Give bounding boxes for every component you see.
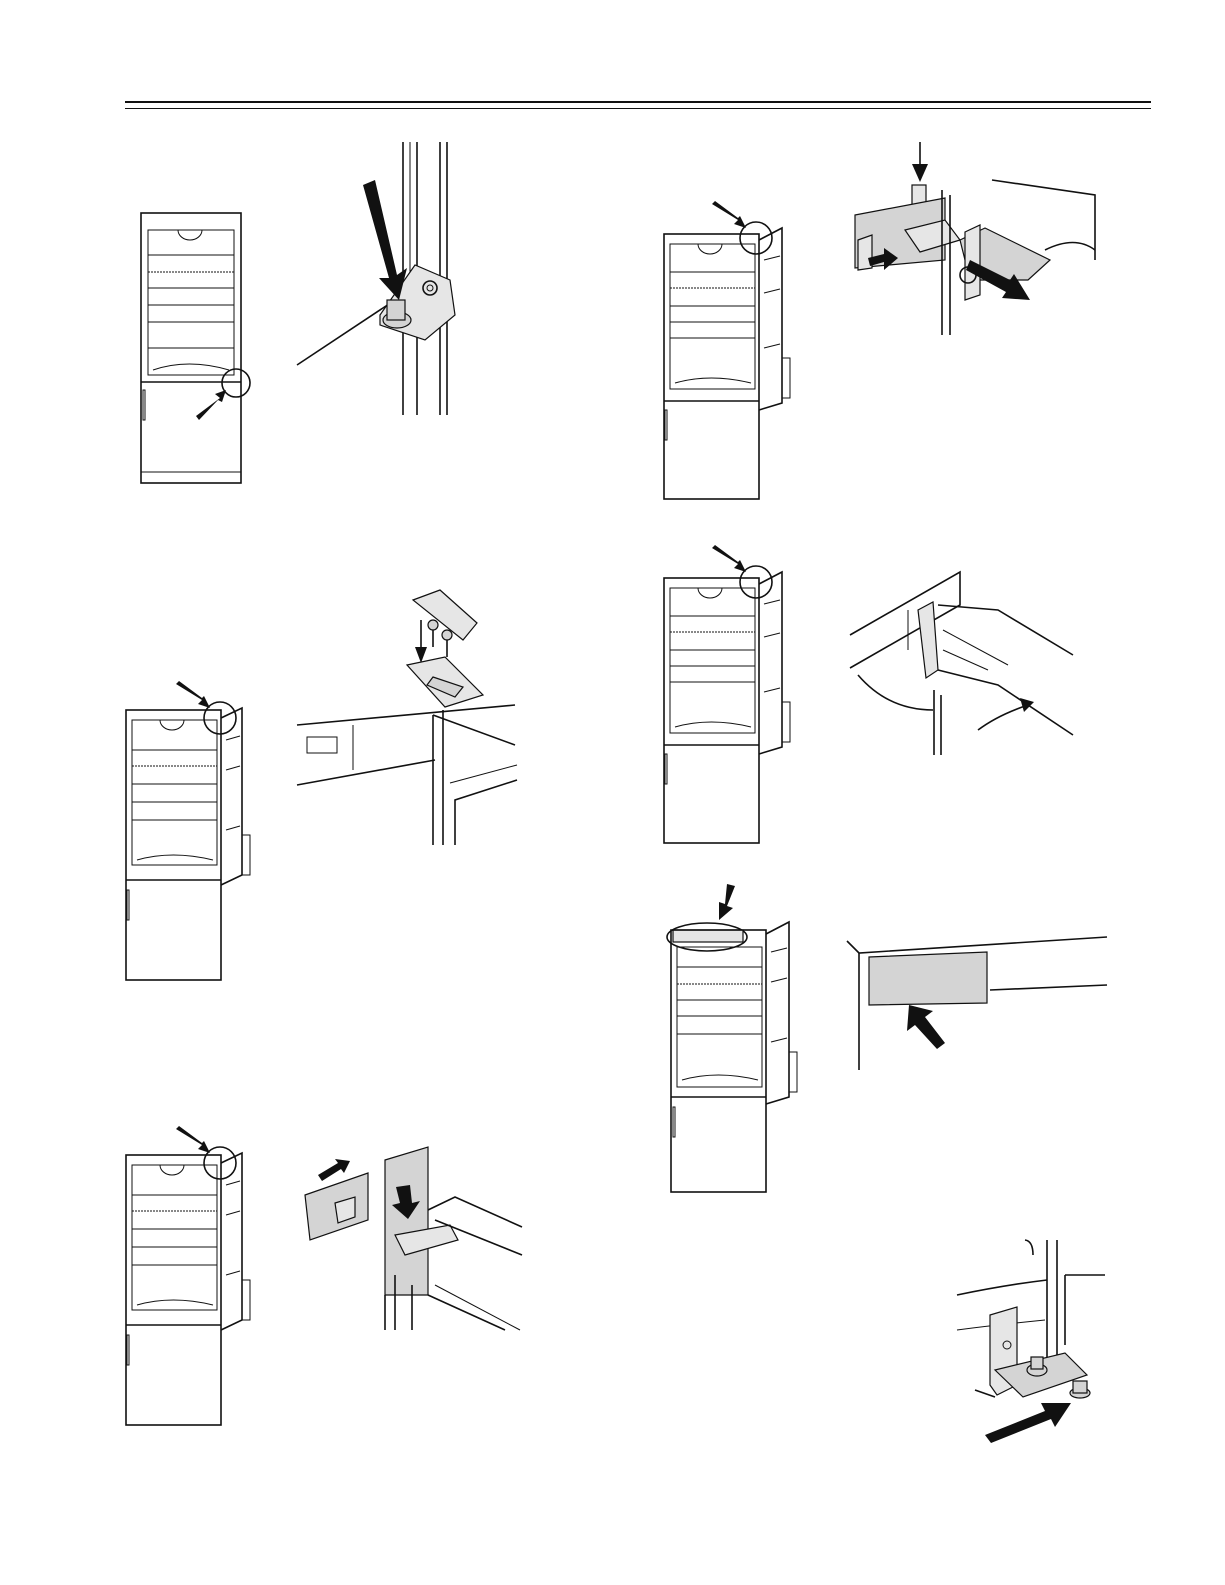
door-swing-icon: [848, 570, 1078, 760]
hinge-pin-insert-icon: [850, 140, 1100, 340]
fridge-open-top-hinge-icon: [660, 542, 805, 847]
fridge-open-top-hinge-icon: [122, 680, 267, 985]
panel-insert-icon: [845, 935, 1110, 1075]
header-rule-thin: [125, 108, 1151, 109]
fridge-open-top-hinge-icon: [660, 198, 805, 503]
hinge-cover-screws-icon: [295, 585, 520, 850]
adjustable-foot-icon: [955, 1235, 1110, 1450]
hinge-removal-icon: [300, 1145, 525, 1335]
fridge-top-panel-icon: [665, 882, 805, 1197]
header-rule: [125, 101, 1151, 103]
fridge-closed-lower-hinge-icon: [138, 210, 258, 490]
lower-hinge-pin-icon: [295, 140, 475, 420]
fridge-open-top-hinge-icon: [122, 1125, 267, 1430]
